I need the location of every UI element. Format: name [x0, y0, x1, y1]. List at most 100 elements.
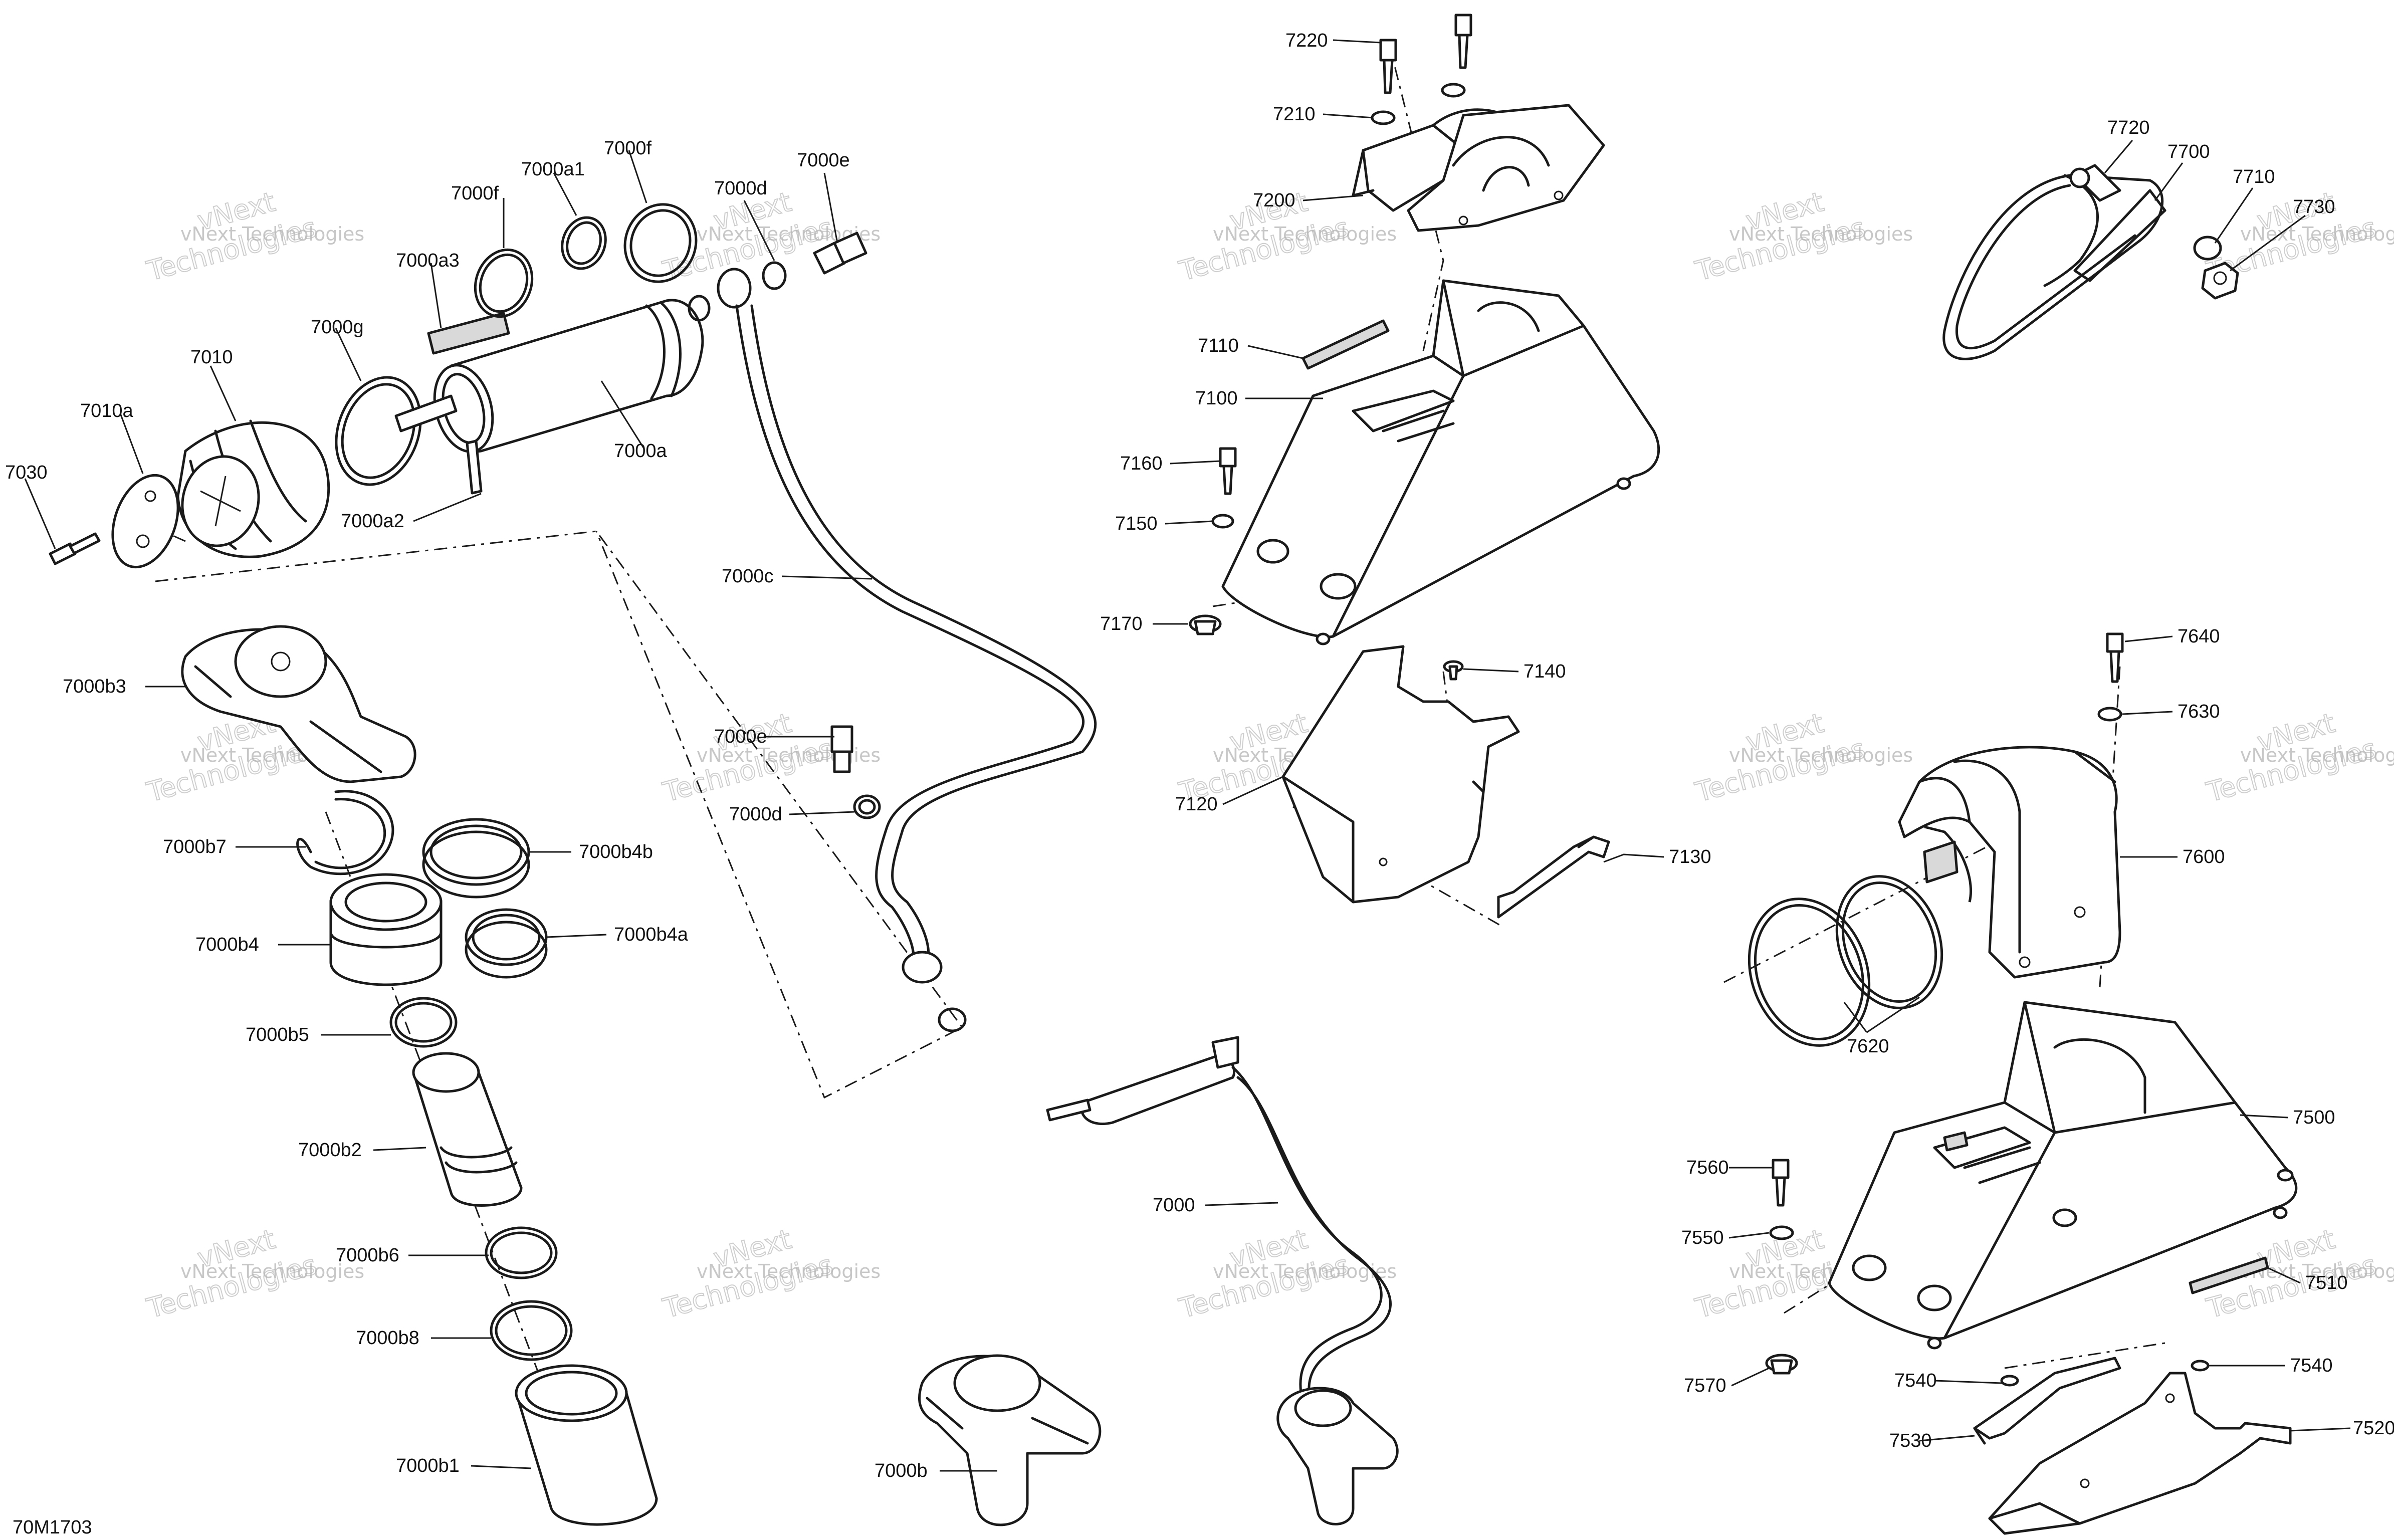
shield-7120: [1281, 645, 1520, 904]
pump-head-7000b3: [181, 625, 416, 783]
washer-lower: [938, 1007, 967, 1032]
cover-plate-7010a: [111, 474, 179, 569]
callout-7120: 7120: [1175, 794, 1218, 815]
pin-7720: [2069, 164, 2121, 202]
o-ring-7620-a: [1748, 898, 1871, 1047]
banjo-fitting-lower: [902, 951, 943, 984]
callout-7000a: 7000a: [614, 441, 668, 462]
callout-labels: 7220 7210 7200 7110 7100 7160 7150 7170 …: [5, 30, 2394, 1481]
watermark-text: vNext Technologies: [697, 1260, 881, 1282]
callout-7000b7: 7000b7: [163, 836, 227, 857]
callout-7000b4a: 7000b4a: [614, 924, 689, 945]
piston-7000b4: [329, 873, 443, 986]
mount-assembly: [1189, 14, 1660, 919]
shield-7520: [1988, 1372, 2292, 1535]
washer-7210: [1371, 110, 1396, 125]
handle-assembly: [1942, 164, 2239, 360]
callout-7560: 7560: [1686, 1157, 1729, 1178]
assembly-axis-7030: [140, 520, 186, 542]
ring-7000b8: [490, 1300, 573, 1361]
ring-7000b6: [485, 1226, 558, 1279]
nut-7570: [1765, 1354, 1798, 1375]
callout-7630: 7630: [2178, 701, 2220, 722]
callout-7000b4b: 7000b4b: [579, 841, 653, 862]
callout-7000g: 7000g: [311, 317, 364, 338]
nut-7730: [2201, 262, 2239, 300]
watermark-text: vNext Technologies: [1213, 223, 1397, 245]
callout-7000b8: 7000b8: [356, 1328, 419, 1349]
nut-7170: [1189, 614, 1222, 635]
o-ring-7000a1: [561, 216, 607, 270]
callout-7000e-b: 7000e: [714, 726, 767, 747]
callout-7210: 7210: [1273, 104, 1316, 125]
pump-column: [181, 625, 658, 1526]
callout-7140: 7140: [1524, 661, 1566, 682]
watermark-text: vNext Technologies: [1729, 744, 1913, 766]
cylinder-assembly: [49, 203, 1097, 1032]
callout-7640: 7640: [2178, 626, 2220, 647]
callout-7500: 7500: [2293, 1107, 2335, 1128]
callout-7620: 7620: [1847, 1036, 1889, 1057]
callout-7000f-a: 7000f: [451, 183, 499, 204]
complete-assembly-7000: [1046, 1036, 1399, 1525]
diagram-code: 70M1703: [13, 1517, 92, 1538]
bolt-7220: [1379, 39, 1397, 94]
callout-7720: 7720: [2107, 117, 2150, 138]
callout-7000b5: 7000b5: [246, 1024, 309, 1045]
fitting-7000e-b: [830, 725, 853, 773]
callout-7520: 7520: [2353, 1418, 2394, 1439]
decal-7110: [1301, 319, 1390, 370]
callout-7000b4: 7000b4: [195, 934, 259, 955]
watermark-text: vNext Technologies: [180, 1260, 364, 1282]
callout-7200: 7200: [1253, 190, 1295, 211]
cup-7000b1: [515, 1364, 658, 1526]
washer-7210-b: [1441, 83, 1466, 98]
callout-7000: 7000: [1153, 1195, 1195, 1216]
assembly-axis-top-mount: [1387, 40, 1444, 351]
callout-7170: 7170: [1100, 613, 1143, 634]
washer-7630: [2097, 707, 2122, 722]
base-7500-assembly: [1765, 1001, 2298, 1535]
callout-7160: 7160: [1120, 453, 1163, 474]
cylinder-7000a: [394, 299, 704, 495]
callout-7100: 7100: [1195, 388, 1238, 409]
clip-7000b7: [296, 790, 394, 875]
callout-7700: 7700: [2167, 141, 2210, 162]
callout-7540-a: 7540: [1894, 1370, 1937, 1391]
bolt-7220-b: [1454, 14, 1472, 69]
washer-7710: [2193, 236, 2222, 261]
callout-7000b1: 7000b1: [396, 1455, 460, 1476]
washer-7150: [1211, 514, 1234, 529]
hose-7000c: [735, 304, 1084, 964]
callout-7000b3: 7000b3: [63, 676, 126, 697]
callout-7510: 7510: [2305, 1272, 2348, 1293]
o-ring-7620-b: [1835, 875, 1943, 1009]
callout-7010: 7010: [190, 347, 233, 368]
callout-7030: 7030: [5, 462, 48, 483]
callout-7000e-a: 7000e: [797, 150, 850, 171]
assembly-axis-column: [325, 811, 562, 1434]
screw-7540-b: [2191, 1360, 2210, 1372]
knob-7010: [176, 419, 330, 558]
label-7000a3: [427, 312, 510, 355]
ring-7000b4b: [422, 818, 530, 886]
callout-7000d-b: 7000d: [729, 804, 782, 825]
callout-7000f-b: 7000f: [604, 138, 652, 159]
clip-7530: [1973, 1357, 2121, 1445]
bracket-upper: [1407, 104, 1605, 232]
fitting-7000e-a: [813, 232, 867, 275]
callout-7000d-a: 7000d: [714, 178, 767, 199]
watermark-text: vNext Technologies: [1729, 223, 1913, 245]
callout-7220: 7220: [1285, 30, 1328, 51]
callout-7570: 7570: [1684, 1375, 1726, 1396]
o-ring-7000g: [335, 376, 422, 486]
screw-7030: [49, 532, 101, 565]
callout-7000b: 7000b: [875, 1460, 928, 1481]
pump-assembly-7000b: [918, 1354, 1102, 1526]
handle-arm: [2073, 189, 2166, 282]
callout-leaders: [24, 39, 2351, 1472]
assembly-boundary-line: [155, 530, 964, 1099]
callout-7600: 7600: [2183, 846, 2225, 867]
screw-7140: [1443, 660, 1464, 681]
callout-7000a2: 7000a2: [341, 511, 404, 532]
